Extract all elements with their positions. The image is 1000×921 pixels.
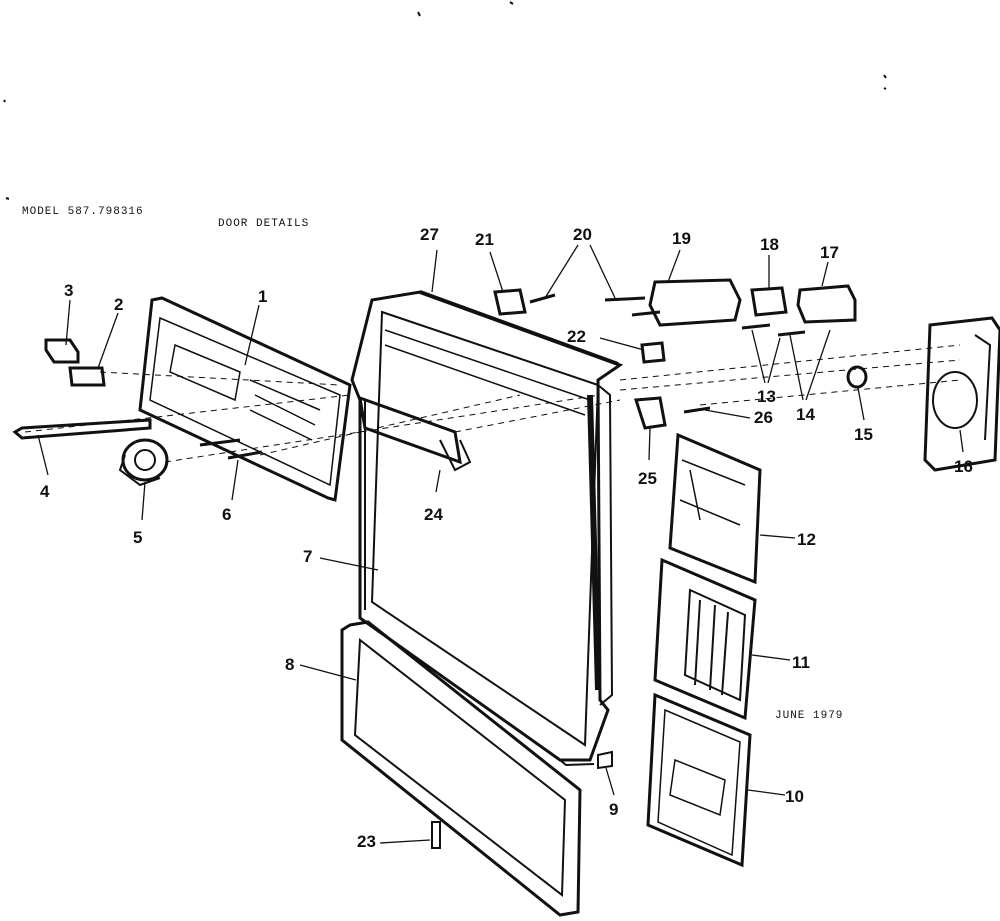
callout-22: 22 xyxy=(567,327,586,346)
clip-22 xyxy=(640,341,666,364)
leader-lines xyxy=(37,244,964,844)
callout-13a: 13 xyxy=(757,387,776,406)
screw-9 xyxy=(597,750,613,770)
lens-18 xyxy=(750,286,788,317)
lamp-socket-17 xyxy=(796,284,857,324)
callout-9: 9 xyxy=(609,800,618,819)
callout-6: 6 xyxy=(222,505,231,524)
callout-26: 26 xyxy=(754,408,773,427)
indicator-lamp xyxy=(846,365,868,389)
callout-2: 2 xyxy=(114,295,123,314)
shaft xyxy=(12,418,152,440)
callout-19: 19 xyxy=(672,229,691,248)
info-panel-12 xyxy=(668,432,762,585)
knob xyxy=(118,438,169,487)
callout-21: 21 xyxy=(475,230,494,249)
revision-date: JUNE 1979 xyxy=(775,710,844,722)
callout-15: 15 xyxy=(854,425,873,444)
callout-7: 7 xyxy=(303,547,312,566)
speck-marks xyxy=(3,1,887,200)
latch-21 xyxy=(493,288,527,316)
callout-1: 1 xyxy=(258,287,267,306)
callout-5: 5 xyxy=(133,528,142,547)
control-panel xyxy=(138,296,352,502)
screw-26 xyxy=(683,406,711,414)
parts-13-14 xyxy=(741,323,806,337)
section-title: DOOR DETAILS xyxy=(218,218,310,230)
callout-10: 10 xyxy=(785,787,804,806)
info-panel-10 xyxy=(646,692,752,868)
door-outer-panel xyxy=(350,290,624,767)
screws-20 xyxy=(529,293,661,317)
switch xyxy=(44,338,80,364)
callout-23: 23 xyxy=(357,832,376,851)
alignment-lines xyxy=(24,344,961,463)
door-handle xyxy=(358,395,462,465)
model-number: MODEL 587.798316 xyxy=(22,206,144,218)
callout-24: 24 xyxy=(424,505,443,524)
screws xyxy=(199,438,263,460)
callout-labels: 1 2 3 4 5 6 7 8 9 10 11 12 13 13 14 14 1… xyxy=(40,225,973,851)
callout-17: 17 xyxy=(820,243,839,262)
callout-16: 16 xyxy=(954,457,973,476)
timer-assembly xyxy=(923,316,1000,472)
callout-25: 25 xyxy=(638,469,657,488)
leveling-screw xyxy=(431,821,441,849)
info-panel-11 xyxy=(653,557,757,721)
callout-4: 4 xyxy=(40,482,50,501)
bottom-panel xyxy=(340,620,582,917)
callout-12: 12 xyxy=(797,530,816,549)
callout-11: 11 xyxy=(792,653,810,672)
callout-8: 8 xyxy=(285,655,294,674)
callout-18: 18 xyxy=(760,235,779,254)
callout-14a: 14 xyxy=(796,405,815,424)
callout-27: 27 xyxy=(420,225,439,244)
callout-3: 3 xyxy=(64,281,73,300)
push-button xyxy=(68,366,106,387)
callout-20: 20 xyxy=(573,225,592,244)
hinge-25 xyxy=(633,396,667,430)
bracket-19 xyxy=(648,278,742,327)
